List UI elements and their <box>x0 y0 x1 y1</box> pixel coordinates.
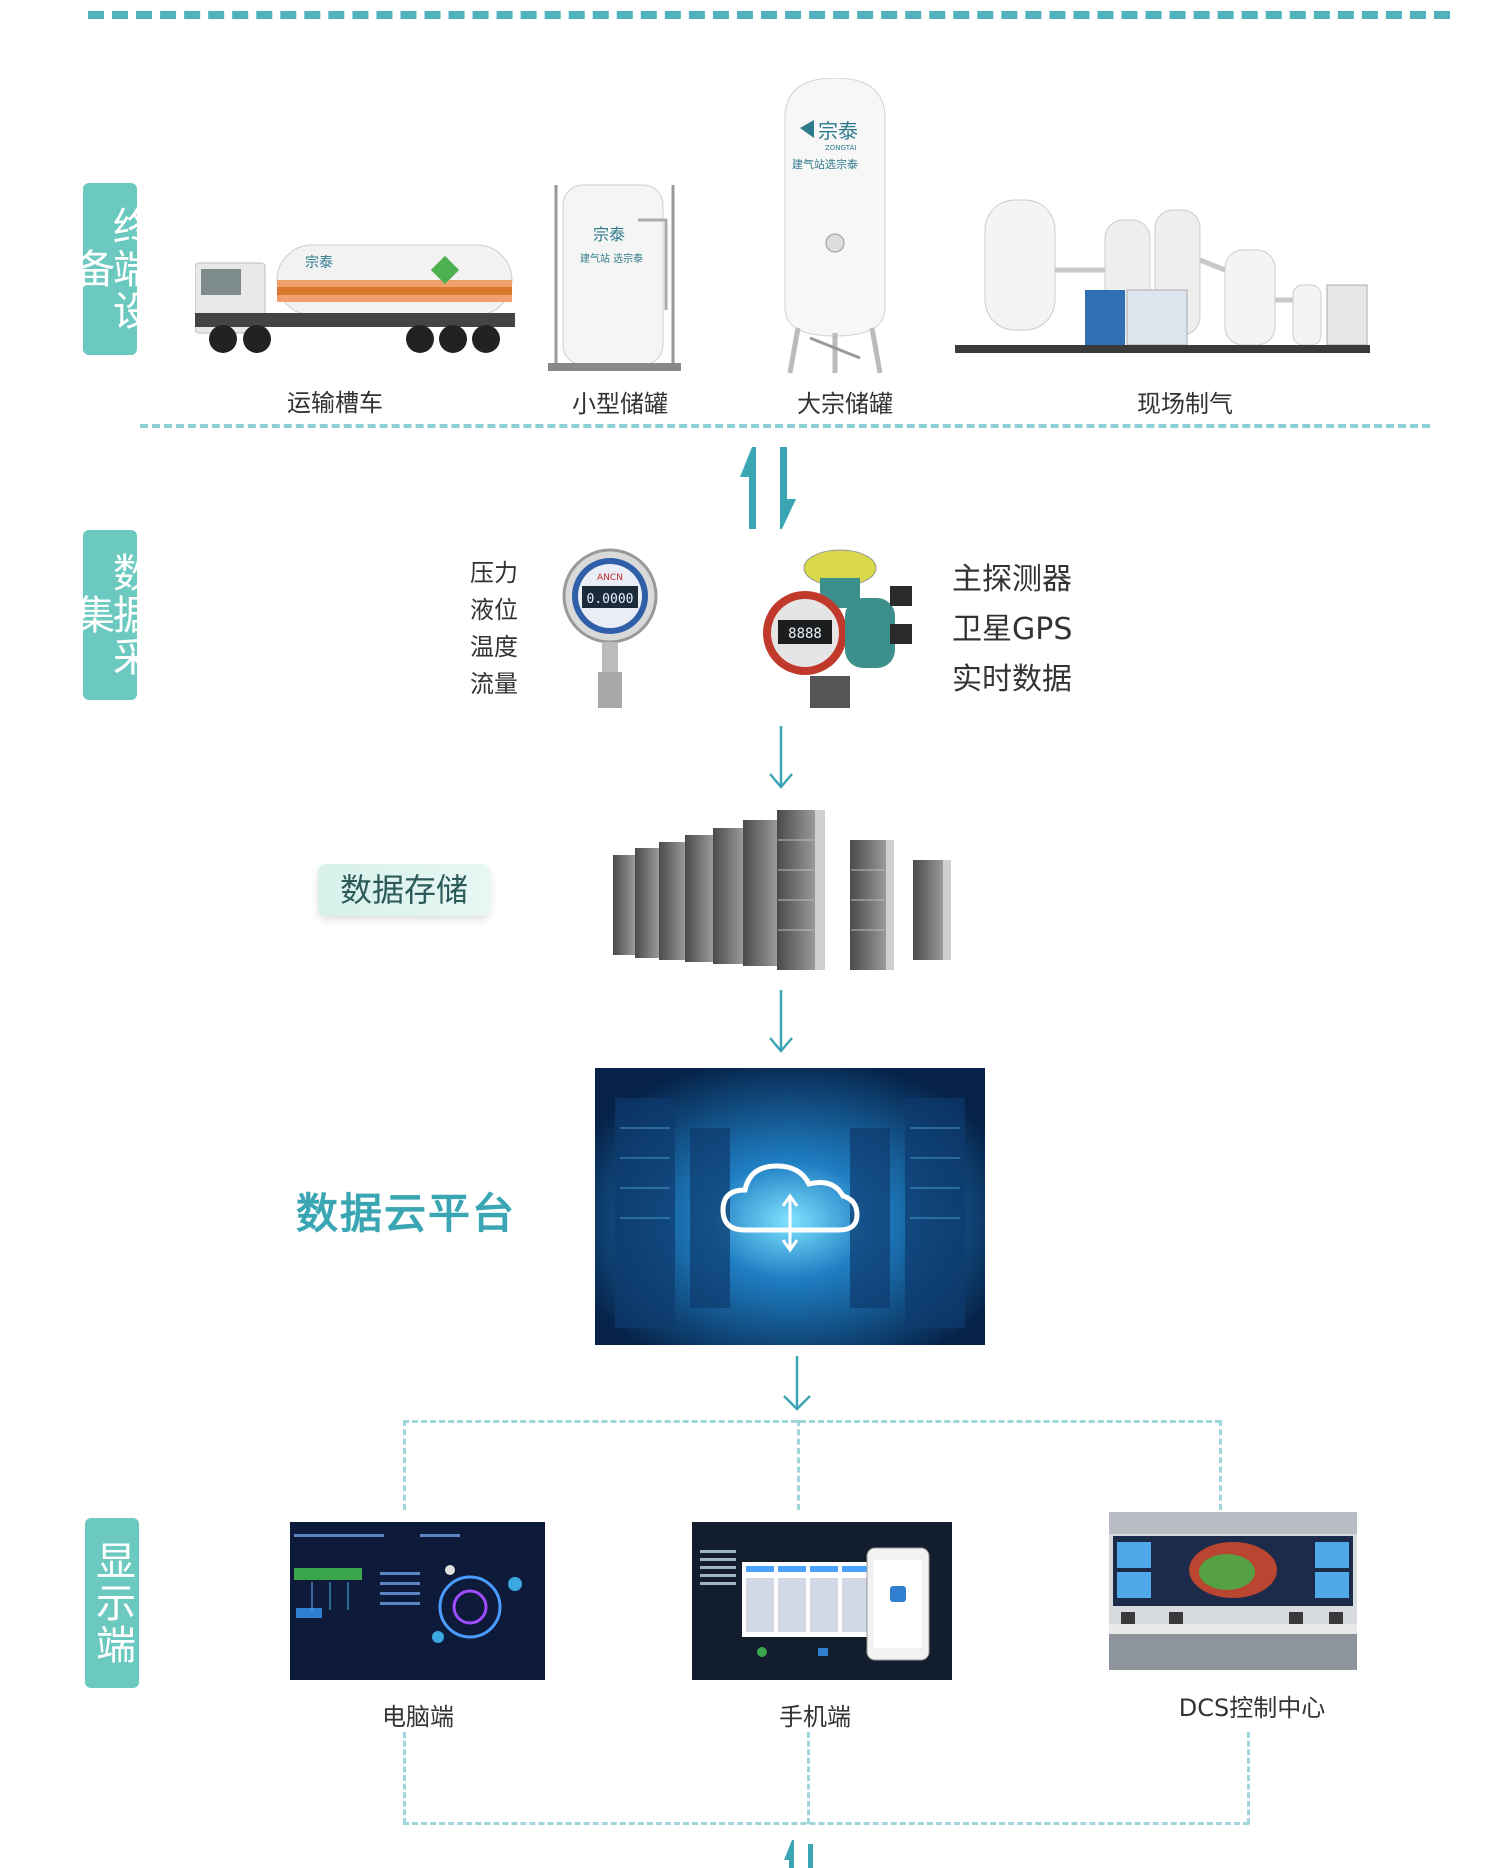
tanker-truck-image: 宗泰 <box>195 244 515 353</box>
feature-gps: 卫星GPS <box>952 612 1073 647</box>
terminal-divider <box>140 424 1430 428</box>
down-arrow-icon-3 <box>783 1356 811 1411</box>
digital-pressure-gauge-image: ANCN 0.0000 <box>562 548 658 708</box>
section-label-terminal: 终端设备 <box>68 183 152 355</box>
cloud-platform-image <box>595 1068 985 1345</box>
large-tank-image: 宗泰 ZONGTAI 建气站选宗泰 <box>784 78 886 374</box>
display-box-right-top <box>1219 1420 1222 1510</box>
small-tank-brand-text: 宗泰 <box>593 225 625 244</box>
display-box-bottom <box>403 1822 1249 1825</box>
truck-brand-text: 宗泰 <box>305 255 333 271</box>
measurement-level: 液位 <box>470 596 518 624</box>
small-tank-image: 宗泰 建气站 选宗泰 <box>548 184 681 371</box>
pc-display-image <box>290 1522 545 1680</box>
detector-reading-text: 8888 <box>788 626 822 642</box>
large-tank-tagline-text: 建气站选宗泰 <box>792 157 858 171</box>
down-arrow-icon-2 <box>769 990 793 1053</box>
top-divider <box>88 11 1450 19</box>
feature-main-detector: 主探测器 <box>952 562 1072 597</box>
bidirectional-arrow-icon <box>740 447 796 529</box>
feature-realtime: 实时数据 <box>952 662 1072 697</box>
display-caption-mobile: 手机端 <box>779 1703 851 1731</box>
measurement-flow: 流量 <box>470 670 518 698</box>
gas-detector-image: 8888 <box>763 549 912 708</box>
display-box-mid-top <box>797 1420 800 1510</box>
gauge-brand-text: ANCN <box>597 573 623 583</box>
bottom-bidirectional-arrow-icon <box>784 1840 813 1868</box>
small-tank-tagline-text: 建气站 选宗泰 <box>580 252 643 265</box>
display-box-mid-bottom <box>807 1732 810 1824</box>
large-tank-brand-text: 宗泰 <box>818 119 858 143</box>
section-label-display: 显示端 <box>85 1518 139 1688</box>
measurement-temperature: 温度 <box>470 633 518 661</box>
server-rack-image <box>613 810 951 970</box>
large-tank-brand-en: ZONGTAI <box>825 144 856 152</box>
measurement-pressure: 压力 <box>470 559 518 587</box>
display-box-left-top <box>403 1420 406 1510</box>
display-box-right-bottom <box>1247 1732 1250 1824</box>
dcs-control-center-image <box>1109 1512 1357 1670</box>
device-caption-truck: 运输槽车 <box>287 389 383 417</box>
down-arrow-icon-1 <box>769 726 793 789</box>
section-label-collection: 数据采集 <box>68 530 152 700</box>
device-caption-onsite-gas: 现场制气 <box>1137 390 1233 418</box>
display-caption-dcs: DCS控制中心 <box>1178 1694 1326 1722</box>
mobile-display-image <box>692 1522 952 1680</box>
section-label-storage: 数据存储 <box>318 864 490 916</box>
gauge-reading-text: 0.0000 <box>587 592 634 607</box>
display-box-top <box>403 1420 1221 1423</box>
display-caption-pc: 电脑端 <box>382 1703 454 1731</box>
section-title-cloud: 数据云平台 <box>296 1189 517 1238</box>
onsite-gas-plant-image <box>955 199 1370 353</box>
device-caption-small-tank: 小型储罐 <box>572 390 668 418</box>
device-caption-large-tank: 大宗储罐 <box>797 390 893 418</box>
display-box-left-bottom <box>403 1732 406 1824</box>
